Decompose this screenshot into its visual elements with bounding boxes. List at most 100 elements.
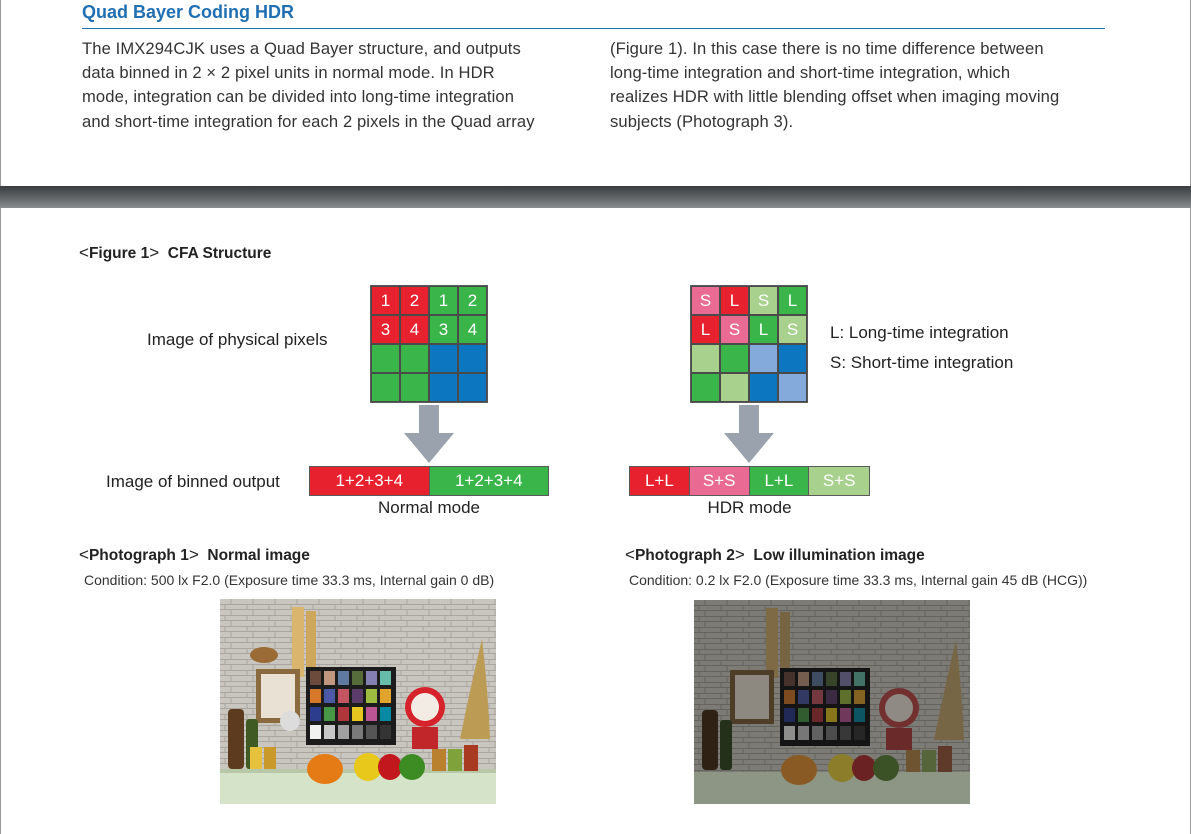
- checker-patch: [352, 671, 363, 685]
- pixel-cell: [429, 373, 458, 402]
- binned-segment: L+L: [749, 467, 810, 495]
- body-line: The IMX294CJK uses a Quad Bayer structur…: [82, 39, 521, 58]
- checker-patch: [784, 708, 795, 722]
- caption-bracket-open: <: [79, 243, 89, 262]
- body-line: data binned in 2 × 2 pixel units in norm…: [82, 63, 495, 83]
- checker-patch: [826, 708, 837, 722]
- arrow-shape: [724, 405, 774, 463]
- pixel-cell: [371, 373, 400, 402]
- binned-output-label: Image of binned output: [106, 472, 280, 491]
- down-arrow-icon: [404, 405, 454, 463]
- page-divider: [0, 186, 1191, 208]
- pixel-cell: 1: [371, 286, 400, 315]
- body-line: mode, integration can be divided into lo…: [82, 87, 515, 107]
- caption-bracket-close: >: [149, 243, 160, 262]
- pixel-cell: [720, 373, 749, 402]
- photo2-caption: <Photograph 2> Low illumination image: [625, 545, 925, 565]
- pixel-cell: [691, 373, 720, 402]
- photo1-caption: <Photograph 1> Normal image: [79, 545, 310, 565]
- checker-patch: [784, 690, 795, 704]
- pixel-cell: [778, 373, 807, 402]
- photo1-title: Normal image: [207, 547, 310, 564]
- figure1-label: Figure 1: [88, 245, 150, 262]
- pixel-cell: [749, 373, 778, 402]
- legend-long: L: Long-time integration: [830, 323, 1009, 342]
- checker-patch: [798, 708, 809, 722]
- photo2-title: Low illumination image: [753, 547, 925, 564]
- arrow-shape: [404, 405, 454, 463]
- caption-bracket-close: >: [734, 545, 745, 564]
- checker-patch: [366, 689, 377, 703]
- normal-mode-label: Normal mode: [377, 498, 481, 517]
- pixel-cell: 4: [458, 315, 487, 344]
- checker-patch: [324, 707, 335, 721]
- checker-patch: [812, 708, 823, 722]
- caption-bracket-close: >: [188, 545, 199, 564]
- checker-patch: [784, 672, 795, 686]
- checker-patch: [352, 725, 363, 739]
- pixel-cell: 3: [429, 315, 458, 344]
- pixel-cell: L: [749, 315, 778, 344]
- pixel-cell: S: [720, 315, 749, 344]
- photo-low-illumination-image: [694, 600, 970, 804]
- body-line: subjects (Photograph 3).: [610, 111, 794, 131]
- figure1-caption: <Figure 1> CFA Structure: [79, 243, 271, 263]
- body-line: long-time integration and short-time int…: [610, 63, 1011, 83]
- checker-patch: [310, 671, 321, 685]
- checker-patch: [324, 689, 335, 703]
- photo1-label: Photograph 1: [88, 547, 189, 564]
- checker-patch: [352, 689, 363, 703]
- checker-patch: [784, 726, 795, 740]
- pixel-cell: L: [778, 286, 807, 315]
- body-line: and short-time integration for each 2 pi…: [82, 111, 535, 131]
- checker-patch: [854, 708, 865, 722]
- checker-patch: [812, 726, 823, 740]
- intro-panel: Quad Bayer Coding HDR The IMX294CJK uses…: [0, 0, 1191, 186]
- checker-patch: [826, 726, 837, 740]
- checker-patch: [798, 726, 809, 740]
- pixel-cell: [371, 344, 400, 373]
- figure-panel: <Figure 1> CFA Structure Image of physic…: [0, 208, 1191, 834]
- checker-patch: [812, 690, 823, 704]
- body-text-right: (Figure 1). In this case there is no tim…: [610, 37, 1110, 134]
- checker-patch: [338, 707, 349, 721]
- pixel-cell: [749, 344, 778, 373]
- caption-bracket-open: <: [79, 545, 89, 564]
- pixel-cell: 2: [400, 286, 429, 315]
- checker-patch: [840, 672, 851, 686]
- figure1-title: CFA Structure: [167, 245, 272, 262]
- pixel-cell: [400, 373, 429, 402]
- pixel-cell: [458, 344, 487, 373]
- checker-patch: [840, 726, 851, 740]
- checker-patch: [840, 708, 851, 722]
- binned-segment: 1+2+3+4: [310, 467, 430, 495]
- checker-patch: [310, 725, 321, 739]
- body-text-left: The IMX294CJK uses a Quad Bayer structur…: [82, 37, 582, 134]
- checker-patch: [338, 671, 349, 685]
- checker-patch: [352, 707, 363, 721]
- pixel-cell: 1: [429, 286, 458, 315]
- checker-patch: [338, 725, 349, 739]
- section-title: Quad Bayer Coding HDR: [82, 2, 295, 22]
- pixel-cell: L: [720, 286, 749, 315]
- photo2-label: Photograph 2: [634, 547, 735, 564]
- pixel-cell: S: [749, 286, 778, 315]
- pixel-cell: S: [691, 286, 720, 315]
- checker-patch: [380, 689, 391, 703]
- photo-normal-image: [220, 599, 496, 804]
- pixel-cell: [429, 344, 458, 373]
- hdr-binned-bar: L+L S+S L+L S+S: [629, 466, 870, 496]
- pixel-cell: 4: [400, 315, 429, 344]
- checker-patch: [826, 690, 837, 704]
- checker-patch: [310, 707, 321, 721]
- checker-patch: [324, 725, 335, 739]
- pixel-cell: [778, 344, 807, 373]
- checker-patch: [366, 725, 377, 739]
- checker-patch: [324, 671, 335, 685]
- binned-segment: 1+2+3+4: [429, 467, 548, 495]
- pixel-cell: 3: [371, 315, 400, 344]
- checker-patch: [310, 689, 321, 703]
- still-life-photo: [694, 600, 970, 804]
- checker-patch: [798, 690, 809, 704]
